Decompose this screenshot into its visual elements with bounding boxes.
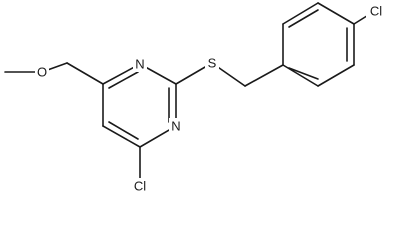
ring-n-upper-bg bbox=[133, 56, 147, 72]
bond-c5p-c6p-double bbox=[288, 9, 319, 28]
molecule-structure: O N N S Cl Cl bbox=[4, 2, 386, 194]
ring-cl-bg bbox=[130, 178, 150, 194]
bond-c5p-c6p bbox=[282, 2, 319, 25]
bond-c2p-c3p bbox=[317, 64, 355, 87]
benzyl-cl-bg bbox=[366, 3, 386, 19]
sulfur-label: S bbox=[208, 56, 217, 71]
ring-nitrogen-lower-label: N bbox=[171, 119, 180, 134]
bond-c6-c5-double bbox=[108, 121, 139, 140]
bond-c6-c5 bbox=[102, 125, 141, 148]
bonds bbox=[4, 2, 371, 185]
atom-labels: O N N S Cl Cl bbox=[35, 3, 386, 194]
ring-chlorine-label: Cl bbox=[134, 179, 146, 194]
thioether-s-bg bbox=[205, 55, 219, 71]
bond-c1p-c2p-double bbox=[288, 67, 319, 80]
bond-ch2-c1p bbox=[244, 64, 284, 87]
ring-nitrogen-upper-label: N bbox=[135, 57, 144, 72]
bond-c4-ch2 bbox=[66, 62, 104, 85]
benzyl-chlorine-label: Cl bbox=[370, 4, 382, 19]
bond-c4p-c5p bbox=[317, 2, 355, 25]
bond-c4-n3-double bbox=[108, 71, 139, 89]
ring-n-lower-bg bbox=[169, 118, 183, 134]
methoxy-o-bg bbox=[35, 64, 49, 80]
methoxy-oxygen-label: O bbox=[37, 65, 47, 80]
